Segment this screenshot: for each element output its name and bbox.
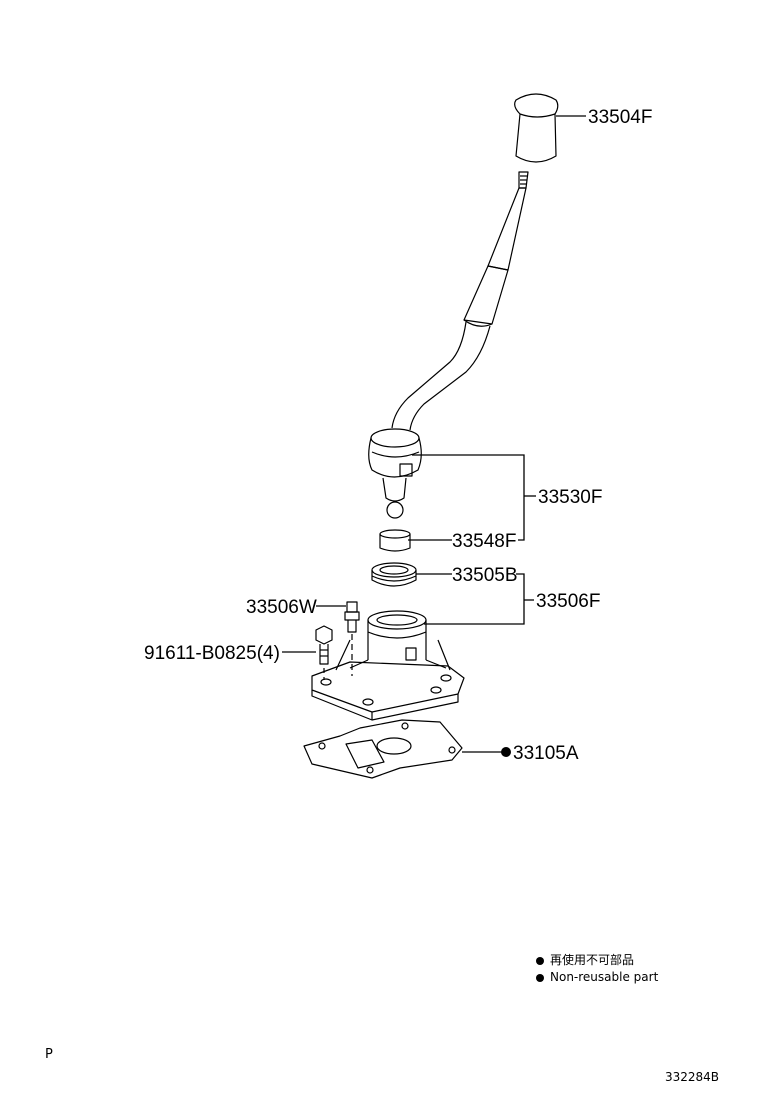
legend: 再使用不可部品 Non-reusable part <box>536 952 658 986</box>
callout-bushing: 33548F <box>452 531 516 552</box>
shift-lever-shaft <box>391 171 529 431</box>
bullet-icon <box>536 973 544 982</box>
boot-seal <box>371 562 417 587</box>
lever-pivot-ball <box>368 428 422 519</box>
bullet-icon <box>536 956 544 965</box>
non-reusable-marker <box>501 747 511 757</box>
callout-gasket: 33105A <box>513 743 579 764</box>
callout-knob: 33504F <box>588 107 652 128</box>
legend-text-jp: 再使用不可部品 <box>550 953 635 967</box>
legend-row-jp: 再使用不可部品 <box>536 952 658 969</box>
gasket <box>303 719 463 779</box>
callout-pin: 33506W <box>246 597 317 618</box>
legend-row-en: Non-reusable part <box>536 969 658 986</box>
callout-housing-assy: 33506F <box>536 591 600 612</box>
callout-bolt: 91611-B0825(4) <box>144 643 280 664</box>
callout-lever-assy: 33530F <box>538 487 602 508</box>
bushing <box>379 529 411 552</box>
pin <box>344 601 360 676</box>
shift-knob <box>514 93 559 163</box>
drawing-number: 332284B <box>665 1070 720 1084</box>
bolt <box>315 625 333 680</box>
callout-boot: 33505B <box>452 565 518 586</box>
corner-letter: P <box>45 1047 53 1062</box>
legend-text-en: Non-reusable part <box>550 970 659 984</box>
shift-lever-housing <box>311 610 465 721</box>
leader-lines <box>282 115 586 757</box>
